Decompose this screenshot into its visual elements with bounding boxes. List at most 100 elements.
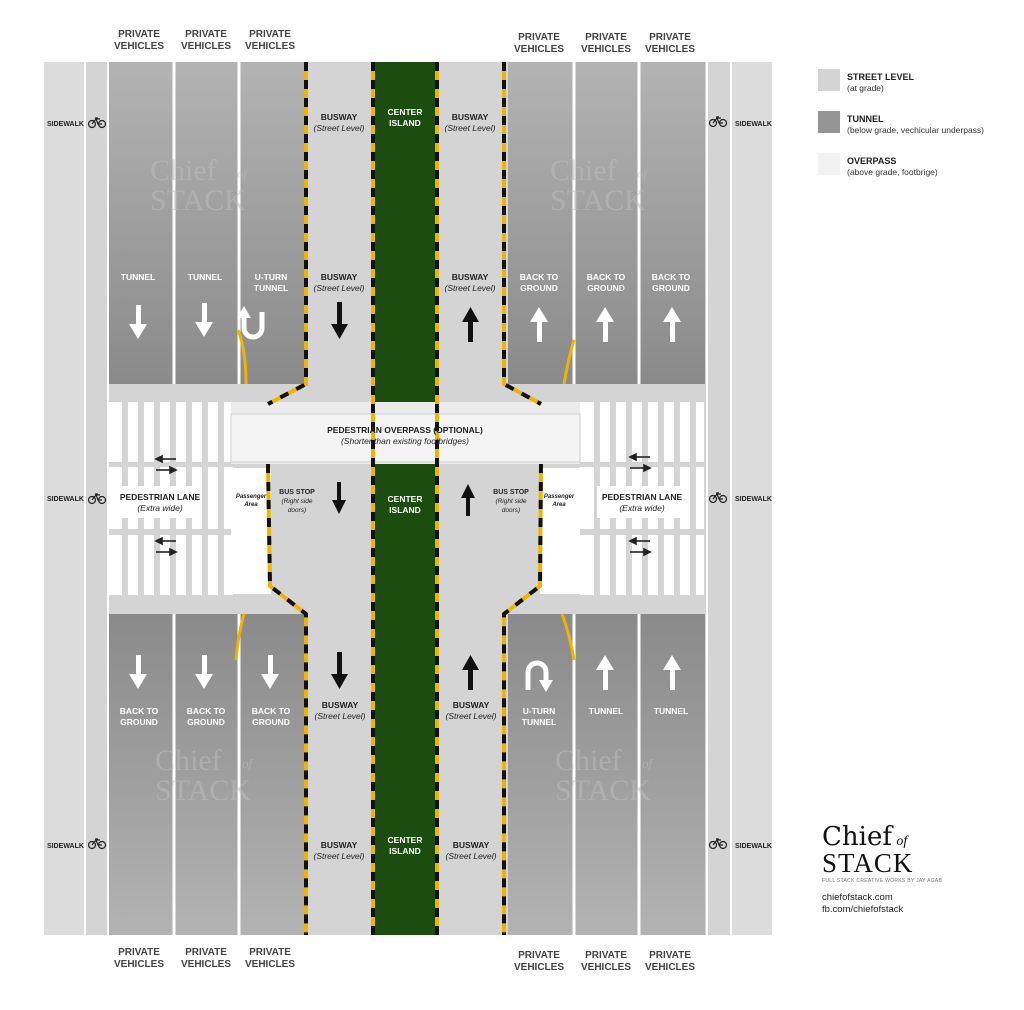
svg-text:(Right side: (Right side	[281, 498, 312, 505]
svg-text:Chief: Chief	[555, 744, 622, 777]
svg-text:(Street Level): (Street Level)	[313, 851, 364, 861]
svg-text:(Street Level): (Street Level)	[313, 283, 364, 293]
svg-text:PEDESTRIAN OVERPASS (OPTIONAL): PEDESTRIAN OVERPASS (OPTIONAL)	[327, 425, 483, 435]
legend-subtitle: (below grade, vechicular underpass)	[847, 125, 985, 135]
arrow-up-icon	[596, 655, 614, 690]
bicycle-icon	[87, 493, 107, 505]
arrow-up-icon	[462, 655, 479, 690]
svg-text:BUSWAY: BUSWAY	[322, 700, 359, 710]
svg-text:GROUND: GROUND	[652, 283, 690, 293]
website-link[interactable]: chiefofstack.com	[822, 892, 893, 903]
bicycle-icon	[708, 838, 728, 850]
left-sidewalk	[44, 62, 109, 935]
sidewalk-label: SIDEWALK	[735, 496, 772, 503]
bicycle-icon	[708, 492, 728, 504]
svg-text:CENTER: CENTER	[388, 107, 423, 117]
svg-text:PRIVATE: PRIVATE	[649, 950, 691, 961]
tunnel-lane-labels: TUNNEL TUNNEL U-TURN TUNNEL BACK TO GROU…	[120, 272, 691, 727]
sidewalk-label: SIDEWALK	[47, 843, 84, 850]
svg-text:(Street Level): (Street Level)	[444, 283, 495, 293]
svg-text:BUSWAY: BUSWAY	[452, 112, 489, 122]
facebook-link[interactable]: fb.com/chiefofstack	[822, 904, 904, 915]
svg-text:PRIVATE: PRIVATE	[185, 29, 227, 40]
svg-text:Area: Area	[551, 502, 566, 508]
svg-text:PRIVATE: PRIVATE	[585, 950, 627, 961]
svg-text:BUSWAY: BUSWAY	[321, 840, 358, 850]
svg-text:CENTER: CENTER	[388, 494, 423, 504]
svg-text:PRIVATE: PRIVATE	[249, 947, 291, 958]
svg-text:VEHICLES: VEHICLES	[181, 41, 231, 52]
arrow-up-icon	[530, 307, 548, 342]
bus-stop-labels: BUS STOP (Right side doors) BUS STOP (Ri…	[279, 489, 529, 514]
legend-title: OVERPASS	[847, 156, 897, 166]
svg-text:TUNNEL: TUNNEL	[254, 283, 288, 293]
svg-text:Chief: Chief	[155, 744, 222, 777]
svg-text:(Right side: (Right side	[495, 498, 526, 505]
arrow-right-icon	[156, 547, 178, 557]
legend-subtitle: (above grade, footbrige)	[847, 167, 938, 177]
legend-swatch-street-level	[818, 69, 840, 91]
arrow-down-icon	[331, 302, 348, 339]
svg-text:GROUND: GROUND	[187, 717, 225, 727]
arrow-down-icon	[195, 303, 213, 337]
svg-text:BUS STOP: BUS STOP	[493, 489, 529, 496]
ped-lane-label-bg-right	[597, 486, 687, 518]
legend-subtitle: (at grade)	[847, 83, 884, 93]
arrow-left-icon	[628, 452, 650, 462]
svg-text:PRIVATE: PRIVATE	[185, 947, 227, 958]
passenger-area-right	[540, 468, 580, 594]
svg-text:BACK TO: BACK TO	[252, 706, 291, 716]
svg-text:GROUND: GROUND	[587, 283, 625, 293]
arrow-up-icon	[663, 655, 681, 690]
sidewalk-label: SIDEWALK	[735, 121, 772, 128]
svg-text:BUSWAY: BUSWAY	[453, 700, 490, 710]
arrow-left-icon	[154, 454, 176, 464]
sidewalk-label: SIDEWALK	[47, 121, 84, 128]
svg-text:PEDESTRIAN LANE: PEDESTRIAN LANE	[120, 492, 201, 502]
svg-text:PRIVATE: PRIVATE	[118, 29, 160, 40]
private-vehicles-headers: PRIVATE VEHICLES PRIVATE VEHICLES PRIVAT…	[114, 29, 695, 973]
svg-text:PRIVATE: PRIVATE	[518, 950, 560, 961]
legend-title: TUNNEL	[847, 114, 884, 124]
svg-text:Passenger: Passenger	[544, 494, 575, 500]
svg-text:(Extra wide): (Extra wide)	[619, 503, 665, 513]
legend-swatch-tunnel	[818, 111, 840, 133]
arrow-right-icon	[630, 547, 652, 557]
svg-text:of: of	[637, 166, 650, 181]
svg-text:PRIVATE: PRIVATE	[249, 29, 291, 40]
svg-text:VEHICLES: VEHICLES	[245, 959, 295, 970]
passenger-area-left	[231, 468, 271, 594]
svg-text:BUSWAY: BUSWAY	[321, 112, 358, 122]
bicycle-icon	[87, 117, 107, 129]
u-turn-arrow-head	[539, 680, 553, 692]
sidewalk-label: SIDEWALK	[47, 496, 84, 503]
ped-lane-label-bg-left	[120, 486, 200, 518]
arrow-down-icon	[195, 655, 213, 689]
svg-text:GROUND: GROUND	[520, 283, 558, 293]
svg-text:CENTER: CENTER	[388, 835, 423, 845]
svg-text:TUNNEL: TUNNEL	[522, 717, 556, 727]
svg-text:STACK: STACK	[555, 774, 651, 807]
brand-of: of	[896, 834, 908, 849]
arrow-up-icon	[461, 484, 475, 516]
svg-text:VEHICLES: VEHICLES	[514, 44, 564, 55]
arrow-up-icon	[663, 307, 681, 342]
arrow-down-icon	[129, 305, 147, 339]
svg-text:U-TURN: U-TURN	[523, 706, 556, 716]
arrow-up-icon	[462, 307, 479, 342]
svg-text:VEHICLES: VEHICLES	[245, 41, 295, 52]
busway-arrows	[331, 302, 479, 690]
brand-links: chiefofstack.com fb.com/chiefofstack	[822, 892, 1002, 916]
svg-text:VEHICLES: VEHICLES	[181, 959, 231, 970]
svg-text:TUNNEL: TUNNEL	[654, 706, 688, 716]
arrow-down-icon	[331, 652, 348, 689]
u-turn-arrow-icon	[241, 312, 265, 340]
pedestrian-overpass	[230, 402, 581, 464]
svg-text:GROUND: GROUND	[252, 717, 290, 727]
sidewalk-labels: SIDEWALK SIDEWALK SIDEWALK SIDEWALK SIDE…	[47, 121, 772, 850]
legend-title: STREET LEVEL	[847, 72, 915, 82]
svg-text:VEHICLES: VEHICLES	[645, 962, 695, 973]
svg-text:of: of	[242, 756, 255, 771]
svg-text:PRIVATE: PRIVATE	[518, 32, 560, 43]
